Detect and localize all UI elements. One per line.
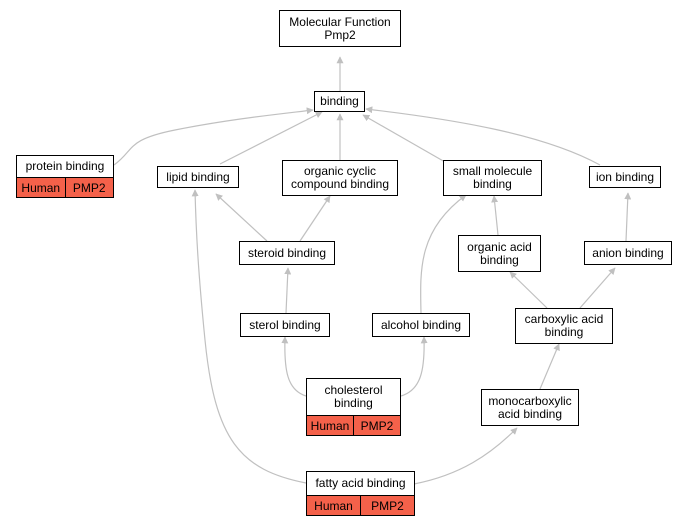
node-sterol-binding[interactable]: sterol binding bbox=[240, 313, 330, 337]
node-fatty-acid-binding-label: fatty acid binding bbox=[315, 476, 406, 490]
edge-fatty-acid-to-monocarboxylic bbox=[413, 427, 518, 485]
annotation-gene: PMP2 bbox=[64, 178, 114, 197]
node-molecular-function[interactable]: Molecular Function Pmp2 bbox=[279, 10, 401, 47]
edge-ion-binding-to-binding bbox=[365, 106, 601, 166]
annotation-species: Human bbox=[314, 498, 353, 513]
node-small-molecule-line2: binding bbox=[473, 177, 512, 191]
node-protein-binding[interactable]: protein binding bbox=[16, 155, 114, 177]
edge-monocarboxylic-to-carboxylic bbox=[539, 343, 560, 390]
edge-cholesterol-to-alcohol bbox=[400, 336, 428, 397]
node-anion-binding[interactable]: anion binding bbox=[584, 241, 672, 265]
node-binding[interactable]: binding bbox=[314, 91, 365, 112]
edge-anion-to-ion bbox=[624, 192, 632, 242]
edge-protein-binding-to-binding bbox=[113, 107, 314, 166]
annotation-gene: PMP2 bbox=[360, 496, 414, 515]
node-lipid-binding[interactable]: lipid binding bbox=[157, 166, 239, 188]
node-steroid-binding[interactable]: steroid binding bbox=[239, 241, 335, 265]
node-alcohol-binding[interactable]: alcohol binding bbox=[372, 313, 470, 337]
node-monocarboxylic-line2: acid binding bbox=[497, 406, 563, 421]
node-organic-cyclic-line2: compound binding bbox=[290, 177, 390, 191]
node-alcohol-binding-label: alcohol binding bbox=[380, 317, 462, 332]
node-organic-cyclic-compound-binding[interactable]: organic cyclic compound binding bbox=[282, 160, 398, 196]
annotation-gene: PMP2 bbox=[353, 416, 400, 435]
node-binding-label: binding bbox=[320, 94, 359, 108]
edge-sterol-to-steroid bbox=[284, 267, 292, 314]
node-organic-acid-line2: binding bbox=[480, 252, 519, 267]
edge-cholesterol-to-sterol bbox=[281, 336, 307, 397]
node-ion-binding[interactable]: ion binding bbox=[589, 166, 661, 188]
node-cholesterol-binding[interactable]: cholesterol binding bbox=[306, 378, 401, 415]
node-cholesterol-line2: binding bbox=[334, 396, 373, 410]
node-carboxylic-acid-line2: binding bbox=[544, 325, 584, 339]
annotation-cholesterol-binding: Human PMP2 bbox=[306, 415, 401, 436]
edge-alcohol-to-small-molecule bbox=[420, 194, 467, 314]
node-organic-acid-line1: organic acid bbox=[467, 239, 532, 254]
node-organic-acid-binding[interactable]: organic acid binding bbox=[458, 235, 541, 272]
node-lipid-binding-label: lipid binding bbox=[166, 169, 230, 184]
annotation-species: Human bbox=[21, 180, 61, 195]
node-carboxylic-acid-line1: carboxylic acid bbox=[524, 312, 604, 326]
edge-carboxylic-to-anion bbox=[579, 267, 616, 309]
node-small-molecule-binding[interactable]: small molecule binding bbox=[443, 160, 542, 196]
edge-steroid-to-organic-cyclic bbox=[299, 195, 331, 242]
annotation-protein-binding: Human PMP2 bbox=[16, 177, 114, 198]
node-anion-binding-label: anion binding bbox=[592, 245, 664, 260]
node-fatty-acid-binding[interactable]: fatty acid binding bbox=[306, 471, 415, 495]
node-protein-binding-label: protein binding bbox=[25, 159, 105, 173]
edge-fatty-acid-to-lipid bbox=[191, 189, 307, 484]
edge-small-molecule-to-binding bbox=[362, 114, 446, 163]
node-organic-cyclic-line1: organic cyclic bbox=[303, 164, 377, 178]
edge-lipid-binding-to-binding bbox=[219, 111, 323, 165]
node-sterol-binding-label: sterol binding bbox=[249, 317, 321, 332]
edge-carboxylic-to-organic-acid bbox=[509, 271, 548, 309]
node-monocarboxylic-acid-binding[interactable]: monocarboxylic acid binding bbox=[481, 389, 579, 426]
annotation-species: Human bbox=[310, 418, 350, 433]
node-molecular-function-line2: Pmp2 bbox=[324, 27, 356, 42]
edge-steroid-to-lipid bbox=[215, 193, 268, 242]
node-steroid-binding-label: steroid binding bbox=[247, 245, 327, 260]
node-molecular-function-line1: Molecular Function bbox=[289, 14, 391, 29]
annotation-fatty-acid-binding: Human PMP2 bbox=[306, 495, 415, 516]
edge-organic-acid-to-small-molecule bbox=[491, 195, 499, 236]
node-small-molecule-line1: small molecule bbox=[452, 164, 533, 178]
node-carboxylic-acid-binding[interactable]: carboxylic acid binding bbox=[515, 308, 613, 344]
node-cholesterol-line1: cholesterol bbox=[324, 383, 383, 397]
node-ion-binding-label: ion binding bbox=[595, 169, 655, 184]
node-monocarboxylic-line1: monocarboxylic bbox=[488, 393, 572, 408]
